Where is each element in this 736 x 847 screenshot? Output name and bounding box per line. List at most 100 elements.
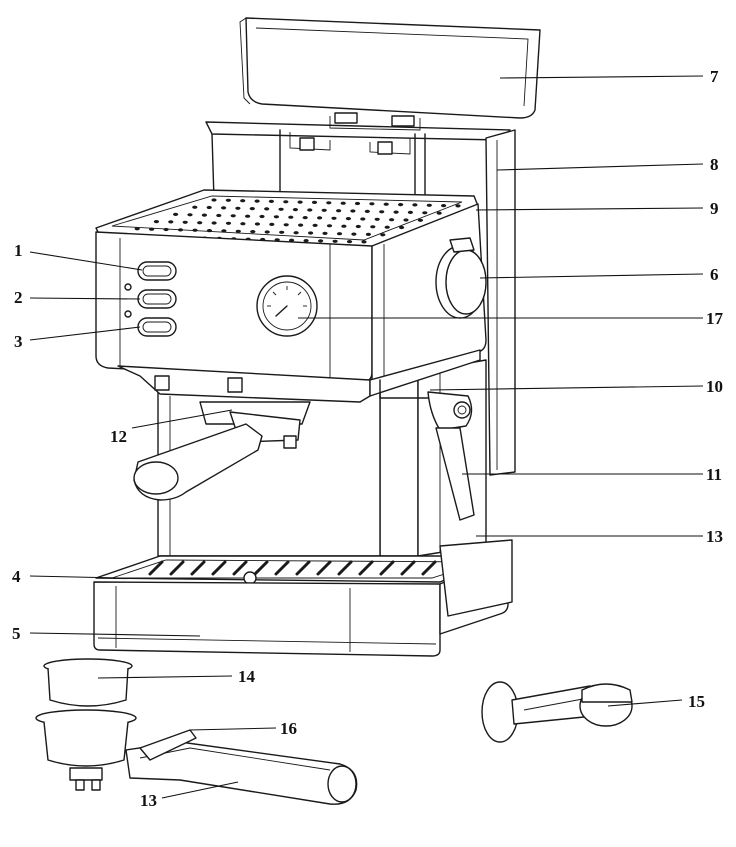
tray-vent-dot bbox=[384, 225, 390, 229]
drip-grill-slot bbox=[253, 560, 269, 576]
tray-vent-dot bbox=[336, 209, 342, 213]
tray-vent-dot bbox=[230, 214, 236, 218]
tray-vent-dot bbox=[264, 230, 270, 234]
tray-vent-dot bbox=[206, 229, 212, 233]
tray-vent-dot bbox=[206, 205, 212, 210]
tray-vent-dot bbox=[269, 222, 275, 226]
callout-11: 11 bbox=[706, 465, 722, 484]
tray-vent-dot bbox=[455, 204, 461, 208]
tray-vent-dot bbox=[211, 198, 217, 202]
tray-vent-dot bbox=[297, 200, 303, 204]
tray-vent-dot bbox=[361, 240, 367, 244]
callout-4: 4 bbox=[12, 567, 21, 586]
tray-vent-dot bbox=[221, 206, 227, 210]
drip-grill-slot bbox=[274, 560, 290, 576]
tray-vent-dot bbox=[273, 215, 279, 219]
drip-grill-slot bbox=[295, 560, 311, 576]
tray-vent-dot bbox=[399, 225, 405, 230]
tray-vent-dot bbox=[370, 225, 376, 229]
tray-vent-dot bbox=[326, 201, 332, 205]
tray-vent-dot bbox=[216, 213, 222, 218]
tray-vent-dot bbox=[374, 217, 380, 221]
callout-15: 15 bbox=[688, 692, 705, 711]
tray-vent-dot bbox=[283, 223, 289, 227]
callout-3: 3 bbox=[14, 332, 23, 351]
tray-vent-dot bbox=[336, 232, 343, 236]
tray-vent-dot bbox=[278, 207, 284, 211]
tray-vent-dot bbox=[264, 207, 270, 211]
tray-vent-dot bbox=[321, 208, 327, 212]
tray-vent-dot bbox=[173, 212, 179, 216]
tray-vent-dot bbox=[318, 239, 324, 243]
tray-vent-dot bbox=[289, 238, 295, 242]
tray-vent-dot bbox=[268, 199, 274, 203]
tray-vent-dot bbox=[311, 200, 318, 204]
tray-vent-dot bbox=[407, 210, 413, 214]
tray-vent-dot bbox=[403, 218, 409, 222]
drip-grill-slot bbox=[379, 560, 395, 576]
tray-vent-dot bbox=[293, 231, 299, 235]
pressure-gauge bbox=[256, 275, 318, 337]
tray-vent-dot bbox=[369, 202, 375, 206]
water-tank-lid bbox=[239, 17, 541, 119]
steam-wand bbox=[379, 379, 475, 521]
tray-vent-dot bbox=[340, 201, 346, 205]
tray-vent-dot bbox=[302, 216, 308, 220]
drip-grill-slot bbox=[358, 560, 374, 576]
drip-grill-slot bbox=[337, 560, 353, 576]
tray-vent-dot bbox=[312, 223, 318, 227]
tray-vent-dot bbox=[422, 211, 428, 215]
tray-vent-dot bbox=[254, 222, 260, 226]
tray-vent-dot bbox=[245, 214, 251, 218]
callout-7: 7 bbox=[710, 67, 719, 86]
callout-8: 8 bbox=[710, 155, 719, 174]
callout-12: 12 bbox=[110, 427, 127, 446]
tray-vent-dot bbox=[426, 203, 432, 207]
callout-labels: 1 2 3 4 5 6 7 8 9 10 11 12 13 13 14 15 1… bbox=[12, 67, 724, 810]
tray-vent-dot bbox=[225, 221, 232, 225]
tray-vent-dot bbox=[436, 211, 442, 215]
tray-vent-dot bbox=[308, 231, 314, 235]
tray-vent-dot bbox=[364, 209, 370, 213]
tray-vent-dot bbox=[398, 203, 404, 207]
installed-portafilter bbox=[133, 401, 311, 501]
callout-17: 17 bbox=[706, 309, 724, 328]
tray-vent-dot bbox=[192, 205, 198, 209]
tray-vent-dot bbox=[177, 228, 184, 232]
tray-vent-dot bbox=[355, 224, 361, 229]
leader-lines bbox=[29, 75, 704, 799]
drip-grill-slot bbox=[148, 560, 164, 576]
callout-13-machine: 13 bbox=[706, 527, 723, 546]
callout-5: 5 bbox=[12, 624, 21, 643]
tray-vent-dot bbox=[412, 203, 418, 207]
tray-vent-dot bbox=[307, 208, 313, 212]
tray-vent-dot bbox=[389, 218, 395, 222]
tray-vent-dot bbox=[441, 204, 447, 208]
drip-grill-slot bbox=[211, 560, 227, 576]
tray-vent-dot bbox=[380, 233, 386, 237]
callout-6: 6 bbox=[710, 265, 719, 284]
callout-13-portafilter: 13 bbox=[140, 791, 157, 810]
tray-vent-dot bbox=[182, 220, 188, 224]
tray-vent-dot bbox=[192, 228, 198, 232]
tray-vent-dot bbox=[225, 198, 231, 202]
callout-9: 9 bbox=[710, 199, 719, 218]
drip-grill-slot bbox=[400, 560, 416, 576]
steam-knob bbox=[435, 237, 487, 319]
tray-vent-dot bbox=[187, 213, 193, 217]
filter-basket bbox=[43, 658, 133, 707]
tray-vent-dot bbox=[240, 222, 246, 226]
cup-warming-tray bbox=[95, 189, 479, 249]
tray-vent-dot bbox=[163, 227, 169, 232]
tray-vent-dot bbox=[201, 213, 207, 217]
tray-vent-dot bbox=[417, 218, 423, 222]
tray-vent-dot bbox=[303, 239, 309, 243]
measuring-spoon-tamper bbox=[481, 681, 633, 743]
tray-vent-dot bbox=[345, 217, 351, 221]
tray-vent-dot bbox=[250, 230, 256, 234]
drip-grill-slot bbox=[421, 560, 437, 576]
tray-vent-dot bbox=[360, 217, 366, 221]
tray-vent-dot bbox=[153, 220, 159, 224]
tray-vent-dot bbox=[235, 229, 241, 233]
